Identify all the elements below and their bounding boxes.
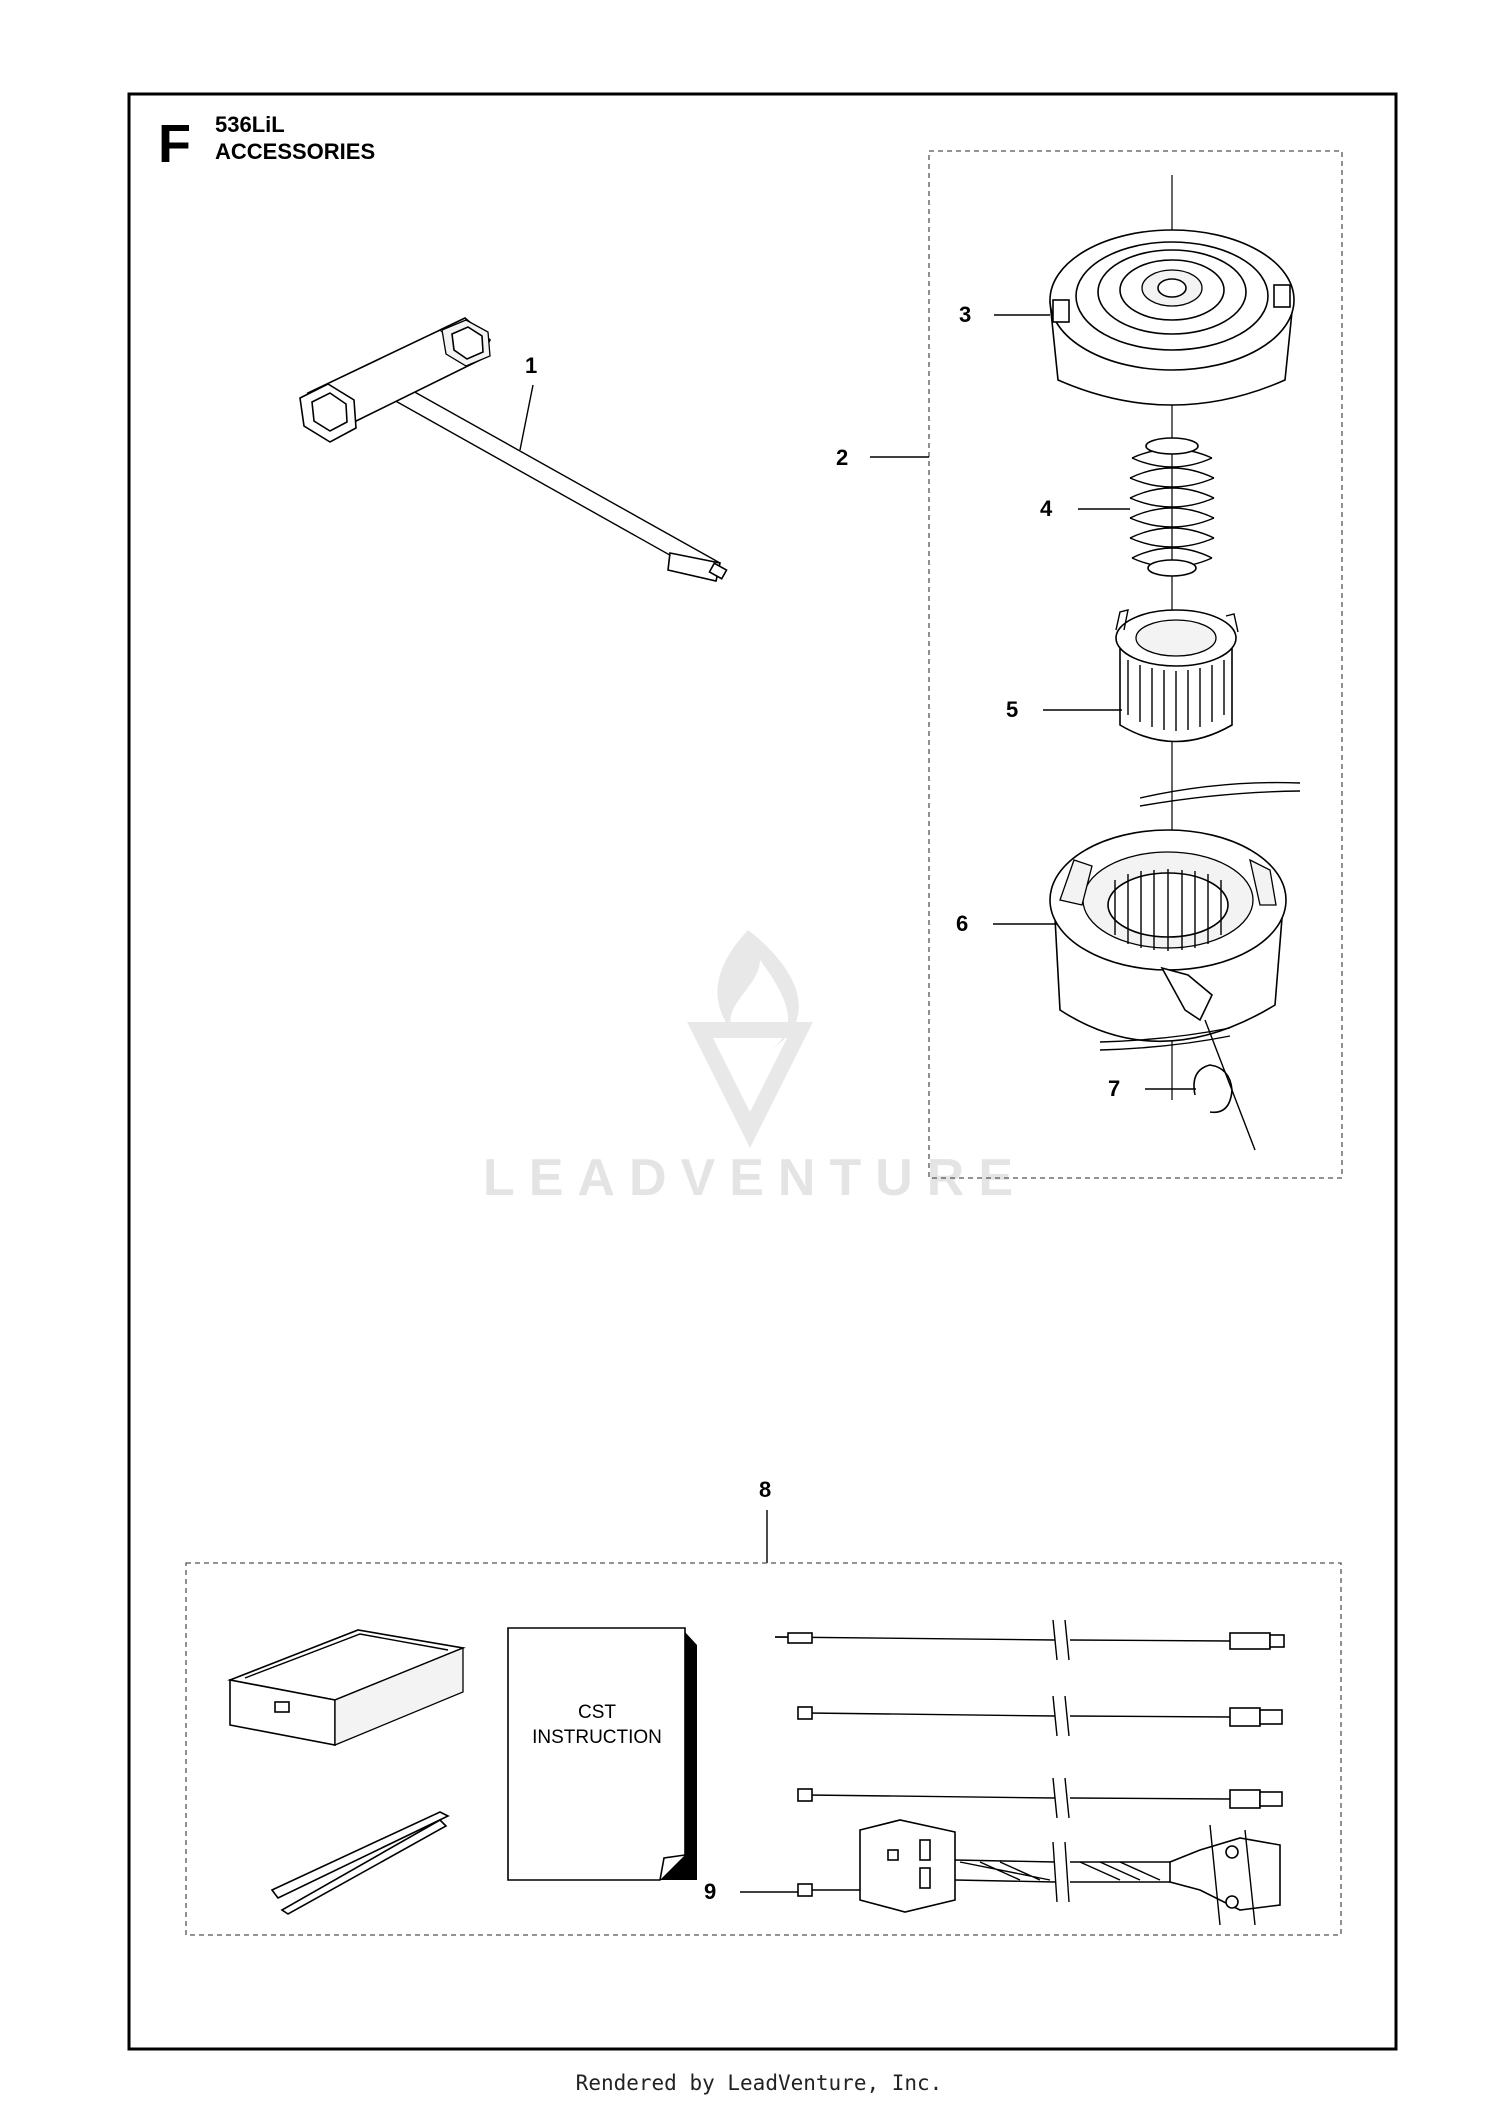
leader-line-1 xyxy=(519,384,534,451)
callout-9: 9 xyxy=(704,1879,716,1904)
model-name: 536LiL xyxy=(215,112,285,137)
watermark: LEADVENTURE xyxy=(483,930,1027,1207)
callout-7: 7 xyxy=(1108,1076,1120,1101)
callout-4: 4 xyxy=(1040,496,1053,521)
diagnostic-module xyxy=(227,1629,466,1746)
cable-c xyxy=(797,1777,1283,1819)
flame-logo-icon xyxy=(687,930,813,1148)
page-frame xyxy=(127,92,1398,2051)
ratchet-hub xyxy=(1115,609,1239,743)
callout-1: 1 xyxy=(525,353,537,378)
cable-b xyxy=(797,1695,1283,1737)
watermark-text: LEADVENTURE xyxy=(483,1149,1027,1207)
trimmer-head-cover xyxy=(1049,229,1295,406)
callout-6: 6 xyxy=(956,911,968,936)
spring xyxy=(1129,437,1215,577)
page-title: ACCESSORIES xyxy=(215,139,375,164)
tweezers xyxy=(270,1811,450,1915)
adapter-cable xyxy=(797,1819,1281,1926)
callout-3: 3 xyxy=(959,302,971,327)
combination-wrench xyxy=(299,317,728,582)
cable-a xyxy=(774,1619,1285,1661)
callout-5: 5 xyxy=(1006,697,1018,722)
callout-2: 2 xyxy=(836,445,848,470)
cst-instruction-booklet: CST INSTRUCTION xyxy=(507,1627,697,1881)
line-clip xyxy=(1193,1019,1256,1151)
service-kit-group-box xyxy=(185,1562,1342,1936)
footer-text: Rendered by LeadVenture, Inc. xyxy=(576,2071,943,2095)
spool-housing xyxy=(1049,781,1301,1051)
booklet-line2: INSTRUCTION xyxy=(532,1727,662,1748)
booklet-line1: CST xyxy=(578,1702,616,1723)
callout-8: 8 xyxy=(759,1477,771,1502)
section-letter: F xyxy=(158,114,191,174)
